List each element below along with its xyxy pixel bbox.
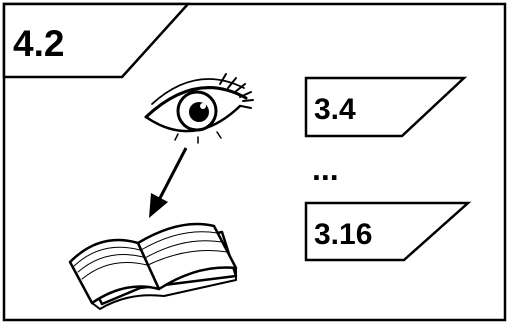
open-book-icon bbox=[70, 224, 236, 309]
eye-icon bbox=[146, 74, 253, 143]
ellipsis: ... bbox=[312, 151, 339, 187]
reference-tag-2-label: 3.16 bbox=[314, 218, 372, 251]
reference-tag-1-label: 3.4 bbox=[314, 93, 356, 126]
section-tag-label: 4.2 bbox=[13, 23, 64, 64]
arrow-down-left-icon bbox=[149, 148, 186, 218]
